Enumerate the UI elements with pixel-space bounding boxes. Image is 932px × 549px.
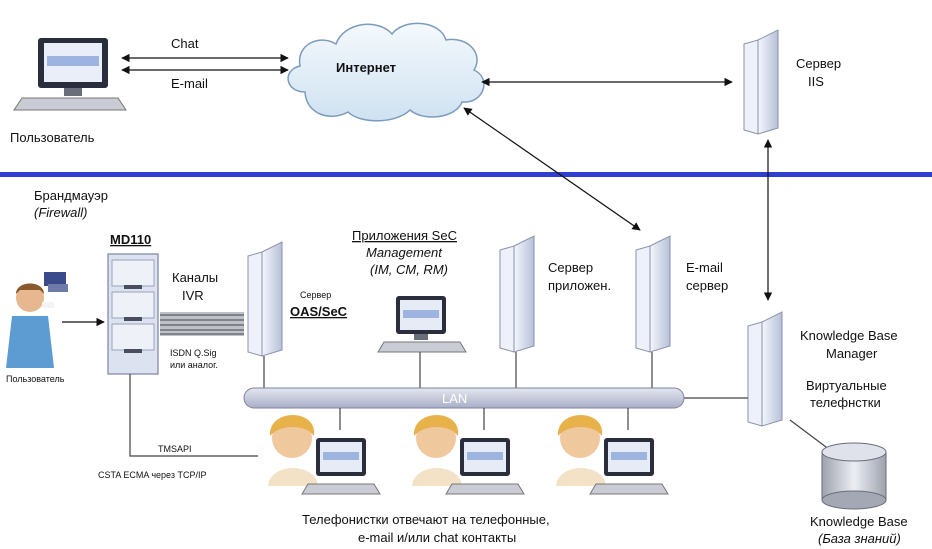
ivr-label-line2: IVR <box>182 288 204 303</box>
ivr-channels-bundle <box>160 312 244 336</box>
database-icon <box>821 442 887 510</box>
iis-label-line2: IIS <box>808 74 824 89</box>
kbm-label-line3: Виртуальные <box>806 378 887 393</box>
email-server-icon <box>635 235 671 353</box>
ivr-label-line1: Каналы <box>172 270 218 285</box>
apps-label-line1: Приложения SeC <box>352 228 457 243</box>
kb-label-line2: (База знаний) <box>818 531 901 546</box>
oas-label-line1: Сервер <box>300 290 331 300</box>
isdn-label-line2: или аналог. <box>170 360 218 370</box>
kbm-label-line1: Knowledge Base <box>800 328 898 343</box>
firewall-line <box>0 172 932 177</box>
lan-bus <box>243 387 685 409</box>
internet-label: Интернет <box>336 60 396 75</box>
operator-2-icon <box>412 415 525 495</box>
user-top-label: Пользователь <box>10 130 95 145</box>
lan-label: LAN <box>442 391 467 406</box>
apps-label-line2: Management <box>366 245 443 260</box>
md110-title: MD110 <box>110 232 151 247</box>
operator-1-icon <box>268 415 381 495</box>
apps-label-line3: (IM, CM, RM) <box>370 262 448 277</box>
md110-cabinet-icon <box>107 253 159 375</box>
isdn-label-line1: ISDN Q.Sig <box>170 348 217 358</box>
md110-tmsapi-line <box>129 374 258 457</box>
user-left-label: Пользователь <box>6 374 65 384</box>
email-label: E-mail <box>171 76 208 91</box>
chat-label: Chat <box>171 36 199 51</box>
operators-caption-line1: Телефонистки отвечают на телефонные, <box>302 512 550 527</box>
operator-3-icon <box>556 415 669 495</box>
email-server-label-line1: E-mail <box>686 260 723 275</box>
user-with-phone-icon <box>6 272 68 368</box>
apps-computer-icon <box>377 296 467 353</box>
internet-email-arrow <box>463 107 641 231</box>
app-server-icon <box>499 235 535 353</box>
oas-label-line2: OAS/SeC <box>290 304 348 319</box>
csta-label: CSTA ECMA через TCP/IP <box>98 470 206 480</box>
operators-caption-line2: e-mail и/или chat контакты <box>358 530 516 545</box>
tmsapi-label: TMSAPI <box>158 444 192 454</box>
internet-cloud-icon <box>287 22 485 122</box>
email-server-label-line2: сервер <box>686 278 728 293</box>
kbm-kb-link <box>789 419 831 451</box>
firewall-label-line1: Брандмауэр <box>34 188 108 203</box>
oas-server-icon <box>247 241 283 357</box>
kbm-label-line2: Manager <box>826 346 878 361</box>
firewall-label-line2: (Firewall) <box>34 205 87 220</box>
kbm-label-line4: телефнстки <box>810 395 881 410</box>
kbm-server-icon <box>747 311 783 427</box>
iis-server-icon <box>743 29 779 135</box>
iis-label-line1: Сервер <box>796 56 841 71</box>
user-computer-icon <box>13 38 127 111</box>
app-server-label-line1: Сервер <box>548 260 593 275</box>
kb-label-line1: Knowledge Base <box>810 514 908 529</box>
app-server-label-line2: приложен. <box>548 278 611 293</box>
